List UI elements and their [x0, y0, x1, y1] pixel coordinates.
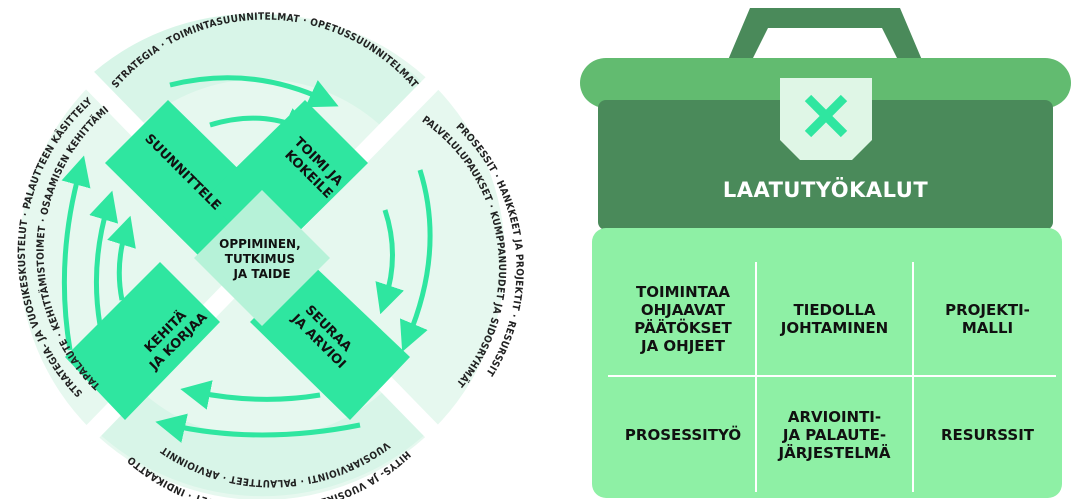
arrow-left-inner	[89, 190, 119, 326]
quality-toolbox: LAATUTYÖKALUT TOIMINTAA OHJAAVAT PÄÄTÖKS…	[580, 0, 1071, 499]
toolbox-grid: TOIMINTAA OHJAAVAT PÄÄTÖKSET JA OHJEET T…	[610, 262, 1062, 498]
arrows-right	[375, 169, 433, 352]
center-diamond	[194, 190, 330, 326]
toolbox-body	[598, 100, 1053, 230]
tool-evaluation-feedback: ARVIOINTI- JA PALAUTE- JÄRJESTELMÄ	[778, 408, 891, 462]
ring-band-top	[85, 13, 425, 125]
arrow-top-outer	[169, 75, 339, 108]
quadrant-bottom-left	[65, 262, 220, 420]
arrow-left-outer	[61, 155, 91, 351]
tool-decisions: TOIMINTAA OHJAAVAT PÄÄTÖKSET JA OHJEET	[634, 283, 732, 355]
toolbox-handle	[728, 8, 922, 60]
arrows-bottom	[155, 380, 361, 443]
quality-cycle-diagram: SUUNNITTELE TOIMI JA KOKEILE SEURAA JA A…	[0, 0, 524, 499]
ring-band-bottom	[95, 390, 430, 497]
tool-knowledge-management: TIEDOLLA JOHTAMINEN	[780, 301, 889, 337]
quadrant-blocks	[65, 100, 410, 420]
latch-x-icon	[804, 94, 848, 138]
toolbox-graphic	[580, 8, 1071, 498]
arrow-right-outer	[399, 169, 433, 352]
tool-resources: RESURSSIT	[940, 426, 1035, 444]
arrows-left	[61, 155, 136, 351]
arrow-bottom-inner	[180, 380, 321, 410]
tool-project-model: PROJEKTI- MALLI	[945, 301, 1030, 337]
arrow-left-small	[107, 215, 136, 301]
center-label: OPPIMINEN, TUTKIMUS JA TAIDE	[219, 237, 305, 281]
tool-process-work: PROSESSITYÖ	[624, 426, 742, 444]
arrow-bottom-outer	[155, 413, 361, 443]
toolbox-panel	[592, 228, 1062, 498]
quadrant-bottom-right	[250, 262, 410, 420]
quadrant-top-left	[105, 100, 268, 262]
toolbox-title: LAATUTYÖKALUT	[722, 178, 929, 202]
arrow-right-inner	[375, 209, 404, 315]
